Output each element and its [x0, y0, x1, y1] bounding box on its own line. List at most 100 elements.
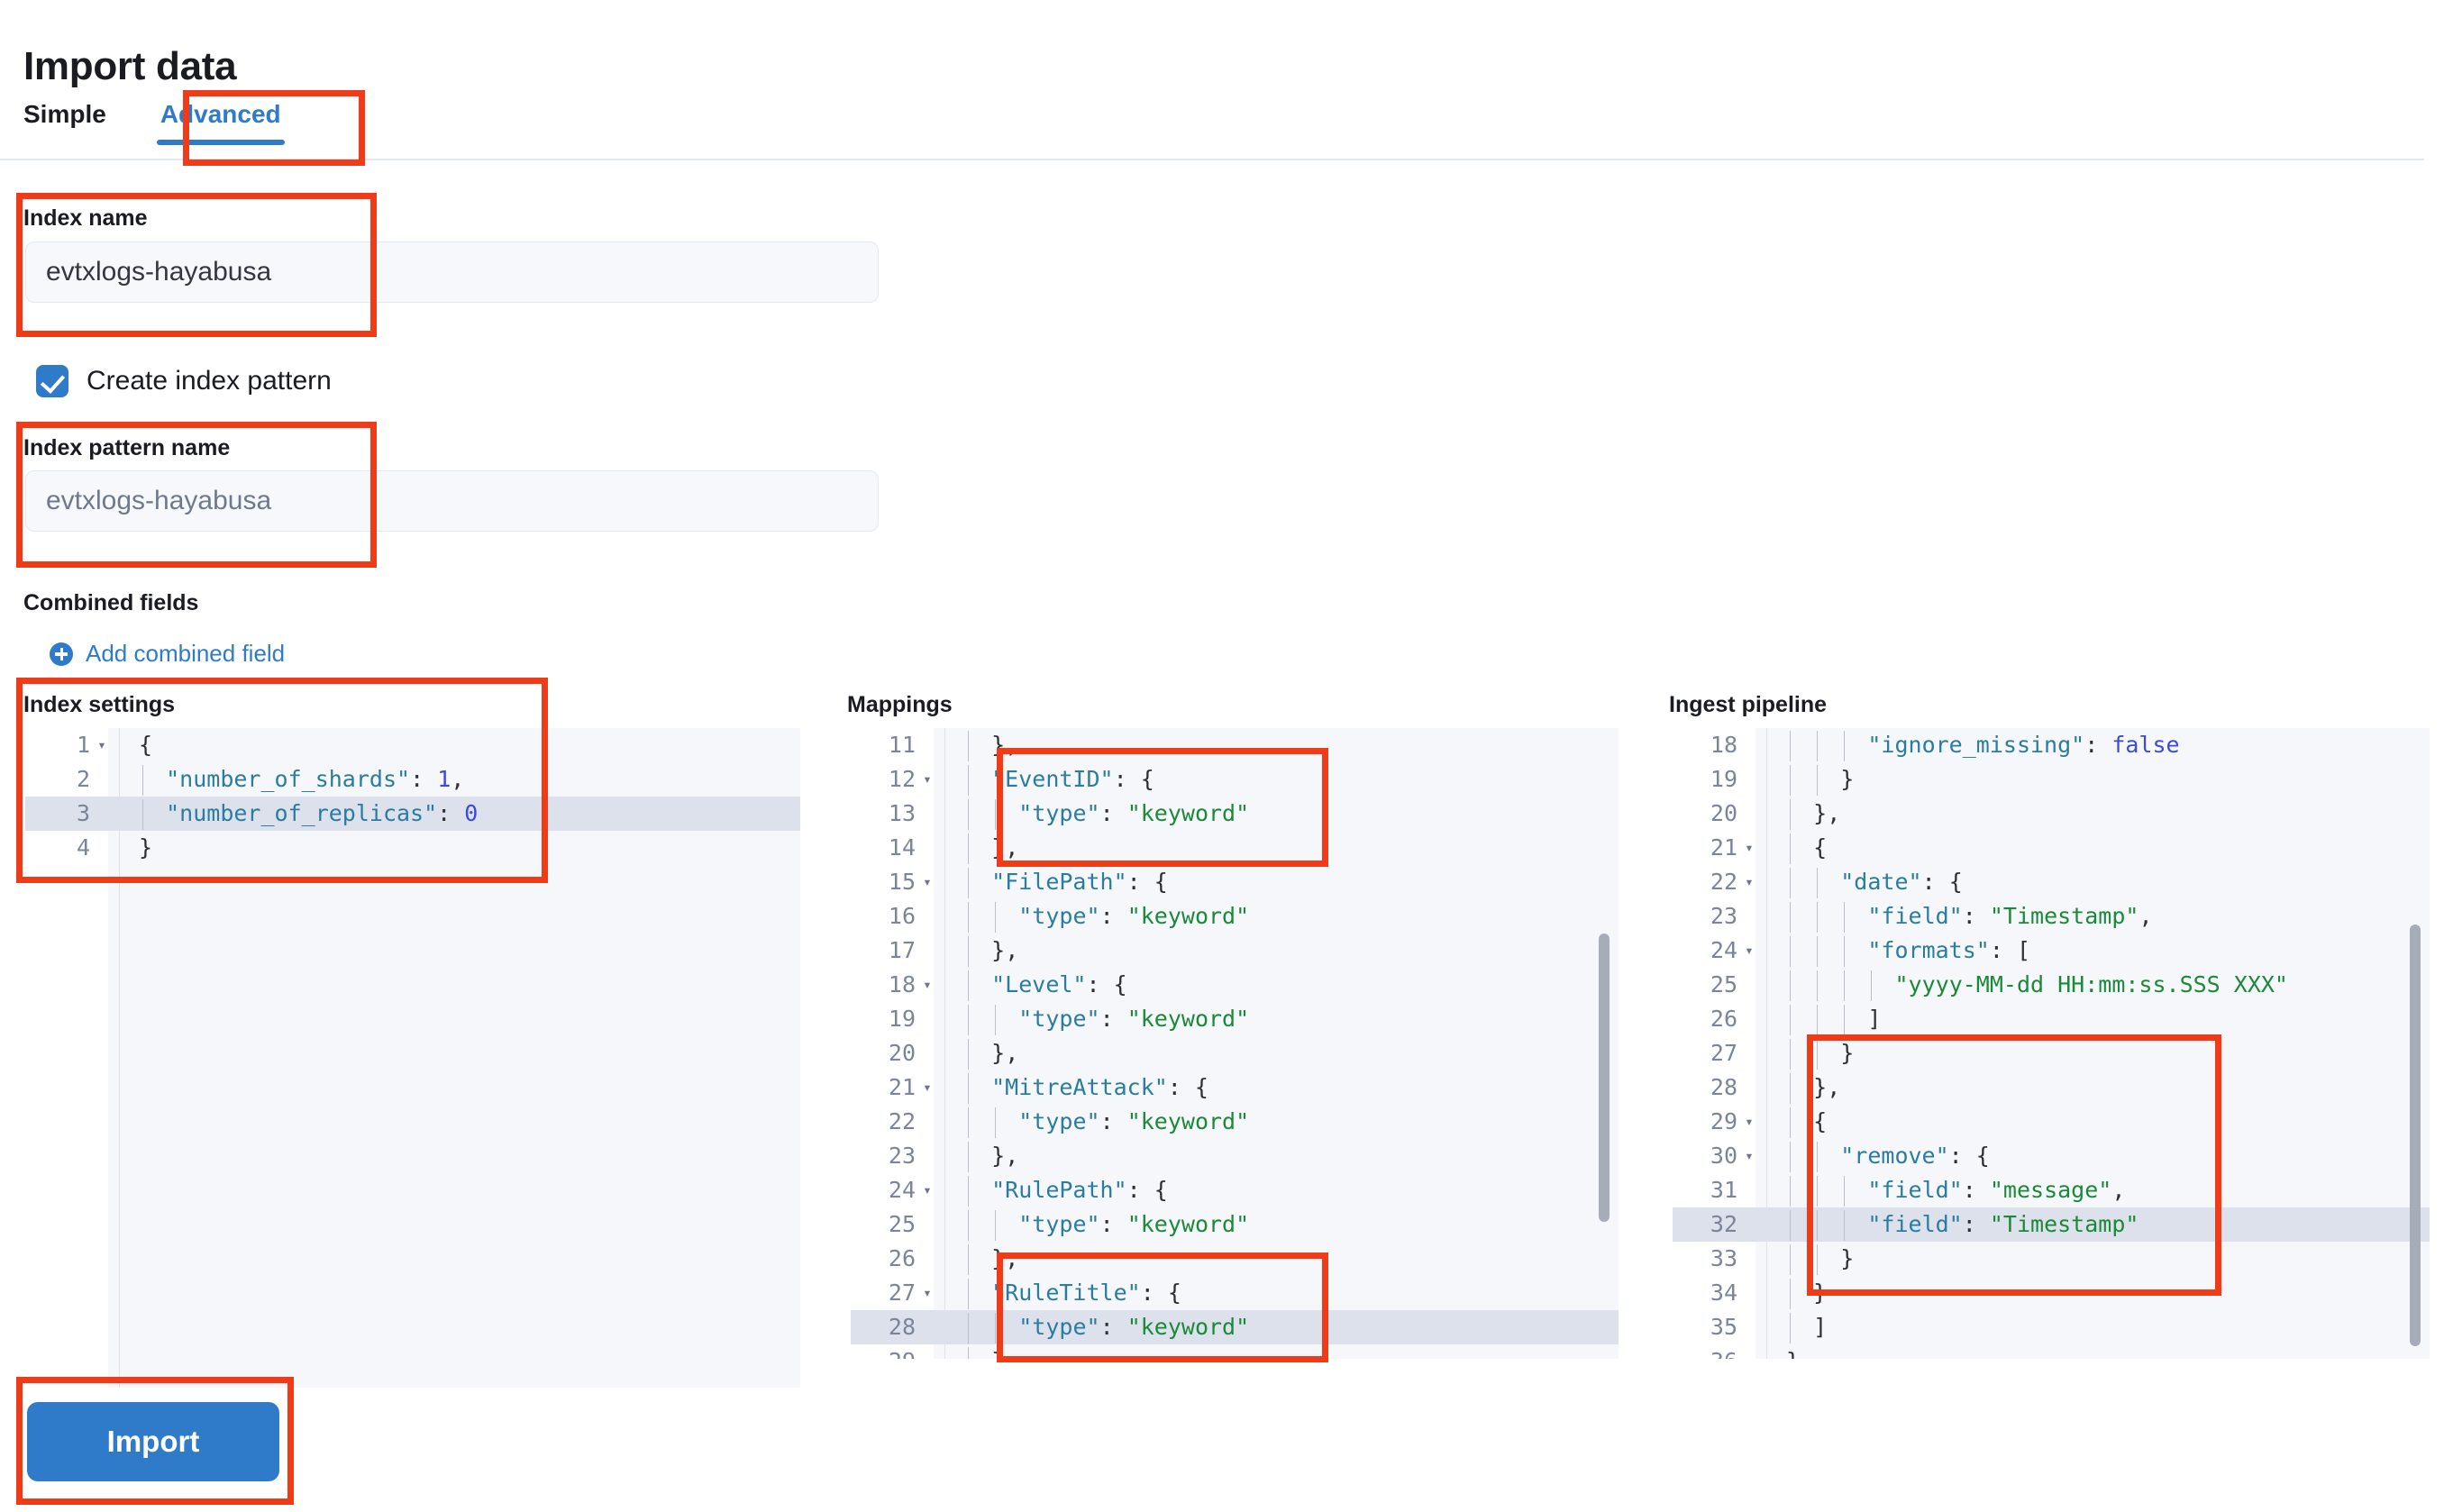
create-index-pattern-checkbox[interactable] [36, 365, 68, 397]
code-line[interactable]: 17 }, [851, 934, 1619, 968]
code-line[interactable]: 4} [25, 831, 800, 865]
code-line[interactable]: 3 "number_of_replicas": 0 [25, 797, 800, 831]
code-line[interactable]: 35 ] [1673, 1310, 2430, 1344]
fold-arrow-icon[interactable]: ▾ [1745, 839, 1754, 856]
code-line[interactable]: 22▾ "date": { [1673, 865, 2430, 899]
tab-divider [0, 159, 2424, 160]
create-index-pattern-row[interactable]: Create index pattern [36, 365, 332, 397]
code-text: ] [1813, 1314, 1828, 1340]
fold-arrow-icon[interactable]: ▾ [1745, 1113, 1754, 1130]
code-text: ] [1867, 1006, 1882, 1032]
code-text: "type": "keyword" [1018, 800, 1250, 826]
code-line[interactable]: 19 "type": "keyword" [851, 1002, 1619, 1036]
code-line[interactable]: 25 "type": "keyword" [851, 1207, 1619, 1242]
fold-arrow-icon[interactable]: ▾ [923, 770, 932, 788]
code-text: "field": "message", [1867, 1177, 2126, 1203]
code-line[interactable]: 29▾ { [1673, 1105, 2430, 1139]
line-number: 21 [888, 1074, 916, 1100]
fold-arrow-icon[interactable]: ▾ [923, 873, 932, 890]
code-line[interactable]: 14 }, [851, 831, 1619, 865]
code-line[interactable]: 19 } [1673, 762, 2430, 797]
code-line[interactable]: 11 }, [851, 728, 1619, 762]
code-text: "type": "keyword" [1018, 1314, 1250, 1340]
code-line[interactable]: 36} [1673, 1344, 2430, 1359]
line-number: 30 [1710, 1143, 1737, 1169]
line-number: 31 [1710, 1177, 1737, 1203]
code-line[interactable]: 28 "type": "keyword" [851, 1310, 1619, 1344]
mappings-code[interactable]: 11 },12▾ "EventID": {13 "type": "keyword… [851, 728, 1619, 1359]
code-line[interactable]: 23 "field": "Timestamp", [1673, 899, 2430, 934]
line-number: 33 [1710, 1245, 1737, 1271]
line-number: 19 [888, 1006, 916, 1032]
code-line[interactable]: 18 "ignore_missing": false [1673, 728, 2430, 762]
code-line[interactable]: 27 } [1673, 1036, 2430, 1070]
import-button[interactable]: Import [27, 1402, 279, 1481]
fold-arrow-icon[interactable]: ▾ [1745, 873, 1754, 890]
code-line[interactable]: 24▾ "RulePath": { [851, 1173, 1619, 1207]
code-line[interactable]: 15▾ "FilePath": { [851, 865, 1619, 899]
add-combined-field-button[interactable]: Add combined field [50, 640, 285, 668]
fold-arrow-icon[interactable]: ▾ [923, 976, 932, 993]
line-number: 29 [851, 1344, 916, 1359]
code-text: { [1813, 834, 1828, 861]
gutter-separator [119, 728, 120, 1388]
code-line[interactable]: 21▾ { [1673, 831, 2430, 865]
code-text: }, [991, 1143, 1019, 1169]
code-line[interactable]: 20 }, [851, 1036, 1619, 1070]
code-line[interactable]: 12▾ "EventID": { [851, 762, 1619, 797]
code-text: "RuleTitle": { [991, 1280, 1181, 1306]
line-number: 34 [1710, 1280, 1737, 1306]
code-line[interactable]: 28 }, [1673, 1070, 2430, 1105]
code-text: } [1786, 1344, 1800, 1359]
code-line[interactable]: 1▾{ [25, 728, 800, 762]
mappings-editor[interactable]: 11 },12▾ "EventID": {13 "type": "keyword… [851, 728, 1619, 1359]
code-text: "MitreAttack": { [991, 1074, 1208, 1100]
plus-circle-icon [50, 642, 73, 666]
line-number: 23 [1710, 903, 1737, 929]
fold-arrow-icon[interactable]: ▾ [1745, 942, 1754, 959]
code-line[interactable]: 21 ▾ "MitreAttack": { [851, 1070, 1619, 1105]
ingest-pipeline-scrollbar[interactable] [2410, 925, 2421, 1346]
code-line[interactable]: 2 "number_of_shards": 1, [25, 762, 800, 797]
code-line[interactable]: 16 "type": "keyword" [851, 899, 1619, 934]
code-line[interactable]: 32 "field": "Timestamp" [1673, 1207, 2430, 1242]
code-line[interactable]: 22 "type": "keyword" [851, 1105, 1619, 1139]
code-line[interactable]: 18▾ "Level": { [851, 968, 1619, 1002]
fold-arrow-icon[interactable]: ▾ [923, 1284, 932, 1301]
index-settings-code[interactable]: 1▾{2 "number_of_shards": 1,3 "number_of_… [25, 728, 800, 865]
line-number: 28 [1710, 1074, 1737, 1100]
line-number: 19 [1710, 766, 1737, 792]
code-line[interactable]: 26 }, [851, 1242, 1619, 1276]
fold-arrow-icon[interactable]: ▾ [1745, 1147, 1754, 1164]
code-line[interactable]: 30▾ "remove": { [1673, 1139, 2430, 1173]
code-line[interactable]: 13 "type": "keyword" [851, 797, 1619, 831]
index-name-input[interactable]: evtxlogs-hayabusa [25, 241, 879, 303]
fold-arrow-icon[interactable]: ▾ [923, 1181, 932, 1198]
mappings-scrollbar[interactable] [1599, 934, 1610, 1222]
code-line[interactable]: 25 "yyyy-MM-dd HH:mm:ss.SSS XXX" [1673, 968, 2430, 1002]
fold-arrow-icon[interactable]: ▾ [97, 736, 106, 753]
code-line[interactable]: 29 }, [851, 1344, 1619, 1359]
code-line[interactable]: 23 }, [851, 1139, 1619, 1173]
index-settings-editor[interactable]: 1▾{2 "number_of_shards": 1,3 "number_of_… [25, 728, 800, 1388]
code-text: "type": "keyword" [1018, 1006, 1250, 1032]
code-line[interactable]: 34 } [1673, 1276, 2430, 1310]
tab-simple[interactable]: Simple [23, 100, 106, 128]
gutter-separator [944, 728, 945, 1359]
index-pattern-name-input[interactable]: evtxlogs-hayabusa [25, 470, 879, 532]
code-text: "RulePath": { [991, 1177, 1168, 1203]
code-line[interactable]: 24▾ "formats": [ [1673, 934, 2430, 968]
code-line[interactable]: 27▾ "RuleTitle": { [851, 1276, 1619, 1310]
code-text: "type": "keyword" [1018, 1211, 1250, 1237]
code-line[interactable]: 31 "field": "message", [1673, 1173, 2430, 1207]
line-number: 22 [1710, 869, 1737, 895]
code-line[interactable]: 33 } [1673, 1242, 2430, 1276]
tab-advanced[interactable]: Advanced [133, 95, 308, 145]
line-number: 23 [888, 1143, 916, 1169]
code-line[interactable]: 20 }, [1673, 797, 2430, 831]
code-text: "ignore_missing": false [1867, 732, 2180, 758]
fold-arrow-icon[interactable]: ▾ [923, 1079, 932, 1096]
code-line[interactable]: 26 ] [1673, 1002, 2430, 1036]
